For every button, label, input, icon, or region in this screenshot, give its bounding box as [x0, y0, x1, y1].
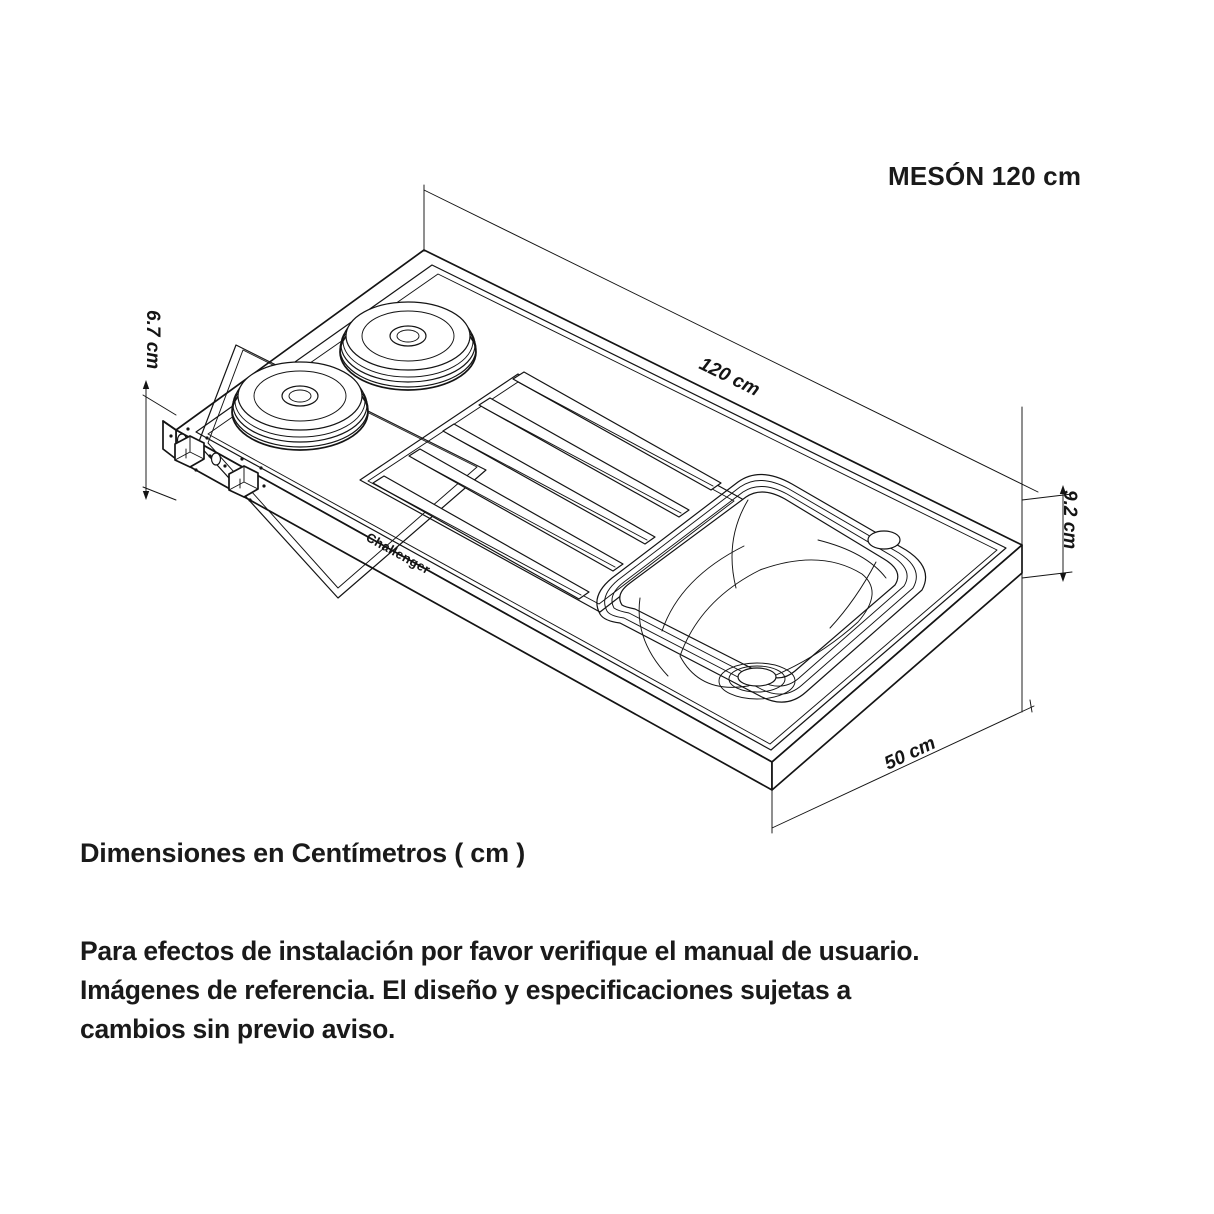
hotplate-rear: [339, 301, 477, 391]
disclaimer-line-2: Imágenes de referencia. El diseño y espe…: [80, 975, 851, 1005]
control-knob-1[interactable]: [169, 427, 212, 472]
faucet-hole: [867, 530, 901, 550]
disclaimer-line-3: cambios sin previo aviso.: [80, 1014, 396, 1044]
drainboard-grooves: [372, 371, 722, 600]
dimension-label-depth: 50 cm: [881, 733, 939, 775]
indicator-light-2: [210, 452, 222, 466]
dimension-label-height: 9.2 cm: [1059, 490, 1080, 549]
groove-2: [478, 397, 690, 518]
groove-4: [408, 448, 624, 572]
sink-basin: [596, 473, 927, 703]
units-caption: Dimensiones en Centímetros ( cm ): [80, 838, 526, 868]
disclaimer-text: Para efectos de instalación por favor ve…: [80, 932, 920, 1049]
dimension-lines: [142, 184, 1073, 834]
control-knob-2[interactable]: [223, 457, 266, 502]
cooktop-panel: [197, 344, 487, 599]
dimension-label-edge: 6.7 cm: [142, 310, 163, 369]
countertop-body: [162, 249, 1023, 791]
disclaimer-line-1: Para efectos de instalación por favor ve…: [80, 936, 920, 966]
groove-1: [512, 371, 722, 491]
groove-3: [442, 423, 656, 545]
page-title: MESÓN 120 cm: [888, 161, 1082, 191]
hotplate-front: [231, 361, 369, 451]
groove-5: [372, 475, 590, 600]
